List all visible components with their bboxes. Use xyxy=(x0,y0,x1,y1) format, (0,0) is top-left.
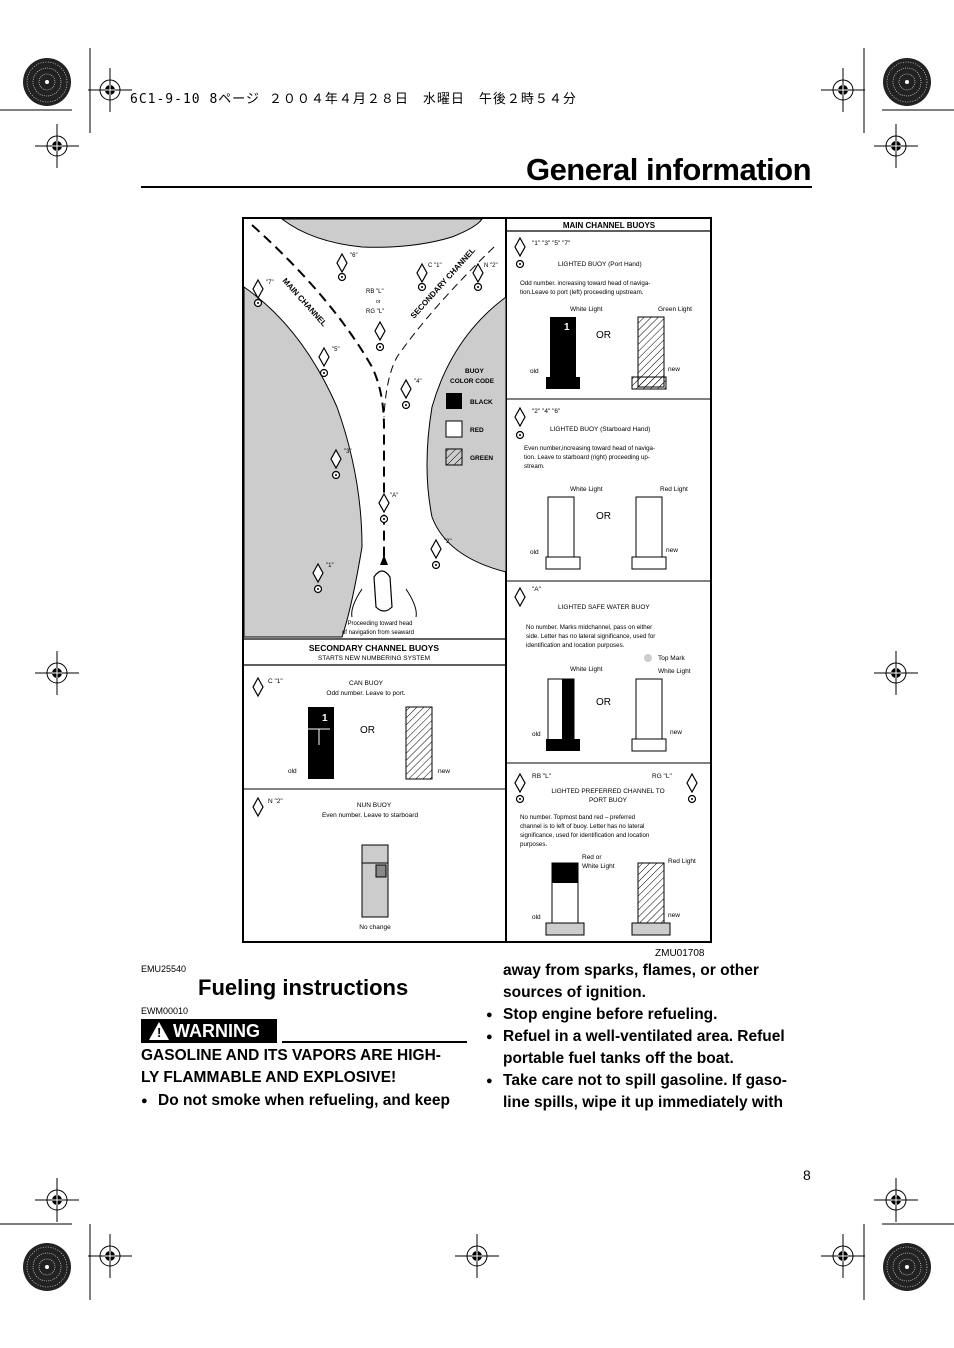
svg-text:NUN BUOY: NUN BUOY xyxy=(357,802,392,809)
buoy-diagram: MAIN CHANNEL SECONDARY CHANNEL "7" "6" C… xyxy=(242,217,712,943)
svg-text:of navigation from seaward: of navigation from seaward xyxy=(342,630,414,636)
svg-text:old: old xyxy=(530,549,539,556)
warning-icon: ! xyxy=(149,1022,169,1040)
svg-text:side. Letter has no lateral si: side. Letter has no lateral significance… xyxy=(526,633,655,640)
svg-text:or: or xyxy=(376,299,381,305)
svg-text:"2": "2" xyxy=(444,539,452,545)
svg-text:"A": "A" xyxy=(390,493,398,499)
svg-text:OR: OR xyxy=(596,511,611,522)
svg-text:Odd number. Leave to port.: Odd number. Leave to port. xyxy=(326,690,405,697)
svg-text:CAN BUOY: CAN BUOY xyxy=(349,680,384,687)
svg-text:stream.: stream. xyxy=(524,463,545,470)
svg-text:Green Light: Green Light xyxy=(658,306,692,313)
svg-text:new: new xyxy=(438,768,450,775)
svg-text:Red or: Red or xyxy=(582,854,602,861)
svg-text:LIGHTED BUOY (Starboard Hand): LIGHTED BUOY (Starboard Hand) xyxy=(550,426,650,433)
section-title: Fueling instructions xyxy=(198,975,409,1000)
svg-text:GREEN: GREEN xyxy=(470,455,493,462)
svg-text:Proceeding toward head: Proceeding toward head xyxy=(347,621,412,627)
svg-text:White Light: White Light xyxy=(658,668,691,675)
svg-text:OR: OR xyxy=(360,725,375,736)
bullet-icon: ● xyxy=(141,1095,148,1107)
svg-text:N "2": N "2" xyxy=(484,263,498,269)
svg-text:new: new xyxy=(666,547,678,554)
svg-text:RED: RED xyxy=(470,427,484,434)
svg-text:SECONDARY CHANNEL BUOYS: SECONDARY CHANNEL BUOYS xyxy=(309,643,440,653)
svg-text:Top Mark: Top Mark xyxy=(658,655,685,662)
bullet-icon: ● xyxy=(486,1031,493,1043)
svg-text:BLACK: BLACK xyxy=(470,399,493,406)
svg-text:significance, used for identif: significance, used for identification an… xyxy=(520,832,650,839)
svg-text:new: new xyxy=(668,912,680,919)
warning-label: WARNING xyxy=(173,1020,260,1041)
svg-text:No change: No change xyxy=(359,924,391,931)
bullet-icon: ● xyxy=(486,1075,493,1087)
svg-text:Red Light: Red Light xyxy=(660,486,688,493)
svg-text:C "1": C "1" xyxy=(268,678,283,685)
svg-text:RG "L": RG "L" xyxy=(366,309,384,315)
svg-text:old: old xyxy=(288,768,297,775)
svg-text:STARTS NEW NUMBERING SYSTEM: STARTS NEW NUMBERING SYSTEM xyxy=(318,655,430,662)
svg-text:1: 1 xyxy=(564,322,570,333)
svg-text:new: new xyxy=(670,729,682,736)
svg-text:"7": "7" xyxy=(266,280,274,286)
warning-text: GASOLINE AND ITS VAPORS ARE HIGH- LY FLA… xyxy=(141,1047,441,1086)
svg-text:RG "L": RG "L" xyxy=(652,773,672,780)
svg-text:No number. Marks midchannel: No number. Marks midchannel, pass on eit… xyxy=(526,624,652,631)
svg-text:"3": "3" xyxy=(344,449,352,455)
svg-text:Red Light: Red Light xyxy=(668,858,696,865)
svg-text:PORT BUOY: PORT BUOY xyxy=(589,797,628,804)
svg-text:old: old xyxy=(532,914,541,921)
svg-text:Odd number. increasing toward: Odd number. increasing toward head of na… xyxy=(520,280,650,287)
svg-text:"5": "5" xyxy=(332,347,340,353)
title-rule xyxy=(141,186,812,188)
svg-text:channel is to left of buoy. Le: channel is to left of buoy. Letter has n… xyxy=(520,823,644,830)
svg-text:old: old xyxy=(532,731,541,738)
svg-text:LIGHTED SAFE WATER BUOY: LIGHTED SAFE WATER BUOY xyxy=(558,604,650,611)
bullet-1a: ● Do not smoke when refueling, and keep xyxy=(141,1090,488,1112)
svg-text:"A": "A" xyxy=(532,586,542,593)
print-header: 6C1-9-10 8ページ ２００４年４月２８日 水曜日 午後２時５４分 xyxy=(130,92,577,107)
svg-text:OR: OR xyxy=(596,330,611,341)
right-column: away from sparks, flames, or other sourc… xyxy=(486,962,787,1111)
svg-text:1: 1 xyxy=(322,713,328,724)
page-number: 8 xyxy=(803,1167,811,1183)
svg-text:RB "L": RB "L" xyxy=(532,773,552,780)
page-title: General information xyxy=(525,152,812,187)
svg-text:"1": "1" xyxy=(326,563,334,569)
svg-text:purposes.: purposes. xyxy=(520,841,547,848)
figure-code: ZMU01708 xyxy=(655,948,705,959)
svg-text:tion.Leave to port (left) proc: tion.Leave to port (left) proceeding ups… xyxy=(520,289,644,296)
bullet-icon: ● xyxy=(486,1009,493,1021)
svg-text:old: old xyxy=(530,368,539,375)
svg-text:White Light: White Light xyxy=(570,666,603,673)
svg-text:OR: OR xyxy=(596,697,611,708)
svg-text:"2" "4" "6": "2" "4" "6" xyxy=(532,408,561,415)
warning-rule xyxy=(282,1041,467,1043)
warning-badge: ! WARNING xyxy=(141,1019,277,1043)
svg-text:"4": "4" xyxy=(414,379,422,385)
svg-text:White Light: White Light xyxy=(570,486,603,493)
svg-text:identification and location pu: identification and location purposes. xyxy=(526,642,625,649)
svg-text:new: new xyxy=(668,366,680,373)
svg-text:White Light: White Light xyxy=(570,306,603,313)
svg-text:Even number. Leave to starboa: Even number. Leave to starboard xyxy=(322,812,419,819)
svg-text:MAIN CHANNEL BUOYS: MAIN CHANNEL BUOYS xyxy=(563,221,656,230)
svg-text:Even number,increasing toward: Even number,increasing toward head of na… xyxy=(524,445,655,452)
svg-text:N "2": N "2" xyxy=(268,798,283,805)
warning-code: EWM00010 xyxy=(141,1006,189,1016)
section-code: EMU25540 xyxy=(141,964,187,974)
svg-text:"6": "6" xyxy=(350,253,358,259)
svg-text:"1" "3" "5" "7": "1" "3" "5" "7" xyxy=(532,240,571,247)
svg-text:COLOR CODE: COLOR CODE xyxy=(450,378,495,385)
svg-text:No number. Topmost band red: No number. Topmost band red – preferred xyxy=(520,814,636,821)
svg-text:tion. Leave to starboard (ri: tion. Leave to starboard (right) proceed… xyxy=(524,454,650,461)
svg-text:RB "L": RB "L" xyxy=(366,289,384,295)
svg-text:White Light: White Light xyxy=(582,863,615,870)
svg-text:BUOY: BUOY xyxy=(465,368,484,375)
svg-text:LIGHTED BUOY (Port Hand): LIGHTED BUOY (Port Hand) xyxy=(558,261,642,268)
svg-text:C "1": C "1" xyxy=(428,263,442,269)
svg-text:LIGHTED PREFERRED CHANNEL TO: LIGHTED PREFERRED CHANNEL TO xyxy=(551,788,664,795)
